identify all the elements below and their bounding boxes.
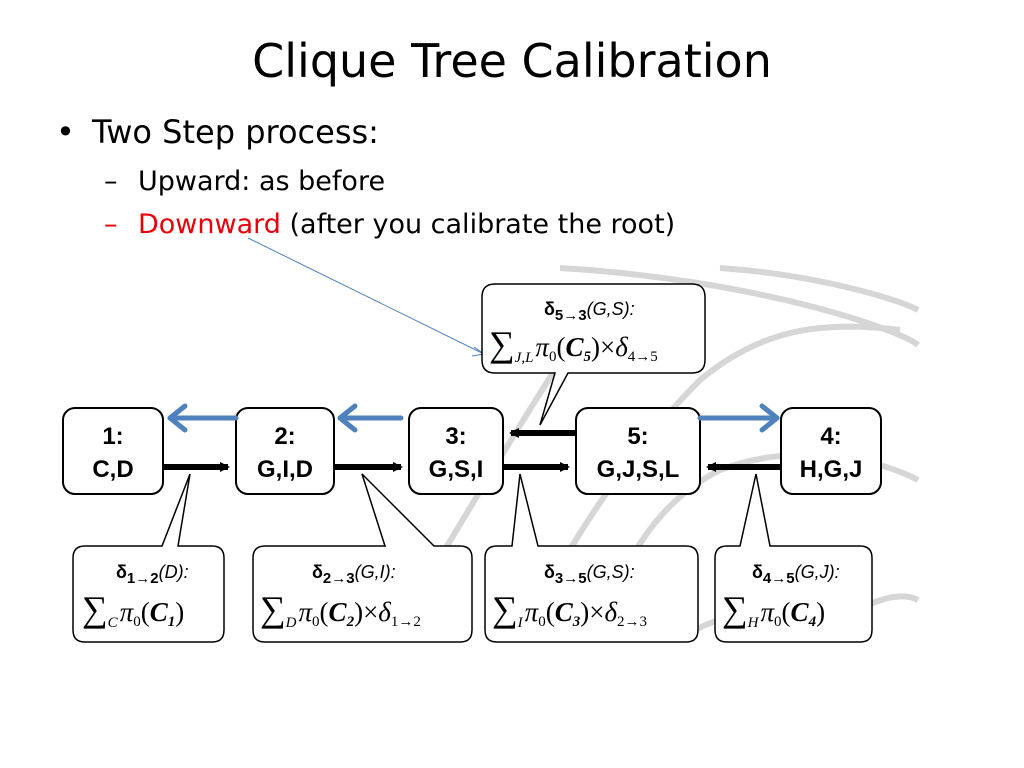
- bullet-downward: –Downward (after you calibrate the root): [104, 209, 675, 240]
- bullet-main: • Two Step process:: [56, 113, 379, 151]
- clique-2: 2: G,I,D: [235, 407, 335, 495]
- message-1-to-2-callout: δ1→2(D): ∑Cπ0(C1): [72, 473, 225, 643]
- message-4-to-5-callout: δ4→5(G,J): ∑Hπ0(C4): [714, 473, 873, 643]
- message-3-to-5-callout: δ3→5(G,S): ∑Iπ0(C3)×δ2→3: [484, 473, 699, 643]
- message-3-to-5-formula: ∑Iπ0(C3)×δ2→3: [492, 589, 647, 631]
- message-2-to-3-label: δ2→3(G,I):: [312, 562, 396, 587]
- clique-4-vars: H,G,J: [800, 456, 863, 483]
- message-5-to-3-label: δ5→3(G,S):: [544, 299, 635, 324]
- message-2-to-3-formula: ∑Dπ0(C2)×δ1→2: [260, 589, 421, 631]
- message-2-to-3-callout: δ2→3(G,I): ∑Dπ0(C2)×δ1→2: [252, 473, 473, 643]
- bullet-upward: –Upward: as before: [104, 166, 385, 197]
- message-5-to-3-callout: δ5→3(G,S): ∑J,Lπ0(C5)×δ4→5: [481, 283, 706, 426]
- dash-icon: –: [104, 209, 118, 240]
- clique-2-vars: G,I,D: [257, 456, 313, 483]
- bullet-main-text: Two Step process:: [92, 113, 379, 151]
- clique-4-id: 4:: [820, 423, 841, 450]
- clique-3-vars: G,S,I: [429, 456, 484, 483]
- clique-1: 1: C,D: [62, 407, 164, 495]
- clique-2-id: 2:: [274, 423, 295, 450]
- clique-5-vars: G,J,S,L: [597, 456, 680, 483]
- message-4-to-5-label: δ4→5(G,J):: [752, 562, 840, 587]
- bullet-downward-keyword: Downward: [138, 209, 281, 240]
- message-3-to-5-label: δ3→5(G,S):: [544, 562, 635, 587]
- clique-1-id: 1:: [102, 423, 123, 450]
- clique-4: 4: H,G,J: [780, 407, 882, 495]
- bullet-upward-text: Upward: as before: [138, 166, 386, 197]
- message-1-to-2-label: δ1→2(D):: [116, 562, 189, 587]
- message-4-to-5-formula: ∑Hπ0(C4): [722, 589, 825, 631]
- bullet-downward-text: (after you calibrate the root): [280, 209, 676, 240]
- bullet-dot: •: [56, 113, 75, 151]
- message-5-to-3-formula: ∑J,Lπ0(C5)×δ4→5: [489, 324, 658, 366]
- clique-5: 5: G,J,S,L: [575, 407, 701, 495]
- clique-3-id: 3:: [445, 423, 466, 450]
- upward-arrows: [163, 428, 781, 472]
- pointer-line: [247, 237, 485, 355]
- slide-title: Clique Tree Calibration: [252, 34, 772, 88]
- downward-arrows: [167, 403, 780, 433]
- dash-icon: –: [104, 166, 118, 197]
- clique-3: 3: G,S,I: [408, 407, 504, 495]
- message-1-to-2-formula: ∑Cπ0(C1): [82, 589, 184, 631]
- clique-1-vars: C,D: [92, 456, 133, 483]
- clique-5-id: 5:: [627, 423, 648, 450]
